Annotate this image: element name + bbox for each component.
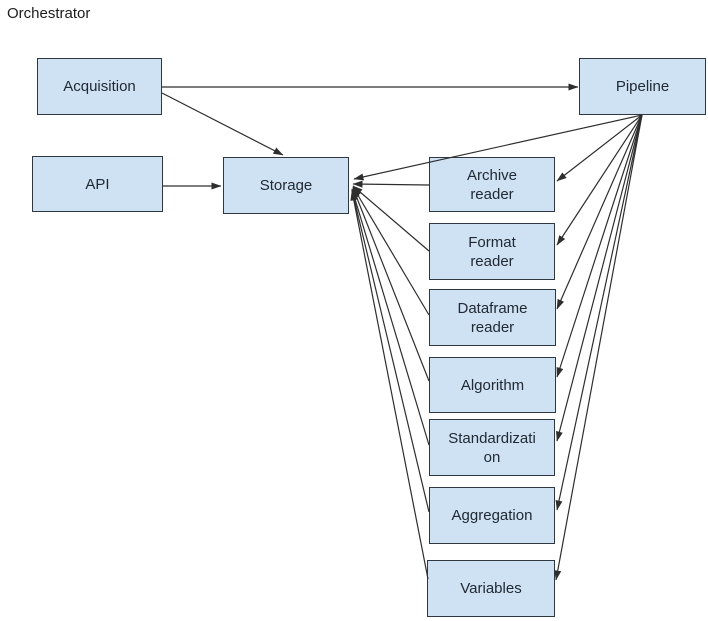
node-storage-label: Storage: [259, 177, 313, 194]
node-acquisition-label: Acquisition: [63, 78, 136, 95]
node-dataframe-reader-label: Dataframe reader: [457, 299, 528, 336]
edge-pipeline-to-algorithm: [556, 114, 643, 378]
node-standardization-label: Standardizati on: [448, 429, 536, 466]
node-dataframe-reader[interactable]: Dataframe reader: [429, 289, 556, 346]
edge-acquisition-to-storage: [161, 92, 284, 156]
edge-pipeline-to-variables: [554, 114, 643, 581]
node-format-reader[interactable]: Format reader: [429, 223, 555, 280]
node-acquisition[interactable]: Acquisition: [37, 58, 162, 115]
edge-aggregation-to-storage: [350, 189, 430, 513]
node-aggregation-label: Aggregation: [451, 507, 533, 524]
node-format-reader-label: Format reader: [468, 233, 516, 270]
node-variables[interactable]: Variables: [427, 560, 555, 617]
node-archive-reader[interactable]: Archive reader: [429, 157, 555, 212]
edge-algorithm-to-storage: [352, 187, 430, 382]
node-pipeline-label: Pipeline: [615, 78, 670, 95]
node-algorithm[interactable]: Algorithm: [429, 357, 556, 413]
edge-pipeline-to-format-reader: [556, 114, 643, 246]
node-variables-label: Variables: [460, 580, 522, 597]
edge-standardization-to-storage: [351, 188, 430, 446]
node-algorithm-label: Algorithm: [460, 376, 525, 394]
node-api[interactable]: API: [32, 156, 163, 212]
edge-pipeline-to-archive-reader: [556, 114, 643, 182]
edge-variables-to-storage: [350, 190, 429, 580]
edge-pipeline-to-aggregation: [555, 114, 643, 511]
node-aggregation[interactable]: Aggregation: [429, 487, 555, 544]
edge-dataframe-reader-to-storage: [352, 186, 430, 316]
edge-pipeline-to-dataframe-reader: [556, 114, 643, 310]
node-storage[interactable]: Storage: [223, 157, 349, 214]
node-api-label: API: [85, 175, 110, 193]
edge-archive-reader-to-storage: [352, 180, 430, 188]
edge-pipeline-to-standardization: [556, 114, 643, 442]
node-standardization[interactable]: Standardizati on: [429, 419, 555, 476]
diagram-title: Orchestrator: [7, 5, 91, 22]
node-archive-reader-label: Archive reader: [466, 166, 518, 203]
edge-format-reader-to-storage: [352, 185, 430, 252]
node-pipeline[interactable]: Pipeline: [579, 58, 706, 115]
